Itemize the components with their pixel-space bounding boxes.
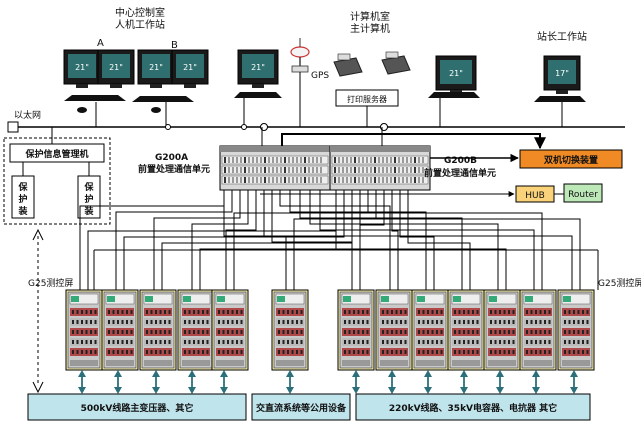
bidirectional-arrow-icon <box>532 370 540 394</box>
g200a-desc: 前置处理通信单元 <box>138 163 210 175</box>
bottom-box-common <box>251 393 351 421</box>
g25-cabinet <box>101 289 139 371</box>
main-computer-label: 主计算机 <box>350 22 390 35</box>
bidirectional-arrow-icon <box>388 370 396 394</box>
bidirectional-arrow-icon <box>220 370 228 394</box>
bidirectional-arrow-icon <box>286 370 294 394</box>
bottom-box-220kv <box>355 393 591 421</box>
station-master-label: 站长工作站 <box>537 30 587 43</box>
monitor-size-label: 21" <box>75 63 89 72</box>
g200a-label: G200A <box>155 153 188 163</box>
bottom-box-500kv <box>27 393 247 421</box>
protection-manager-label: 保护信息管理机 <box>24 148 88 160</box>
g25-cabinets <box>65 289 595 371</box>
bottom-label-500kv: 500kV线路主变压器、其它 <box>81 402 194 414</box>
double-arrows <box>78 370 578 394</box>
router-label: Router <box>568 190 598 200</box>
g200b-desc: 前置处理通信单元 <box>424 167 496 179</box>
printer-icons <box>333 51 411 77</box>
g25-cabinet <box>271 289 309 371</box>
g25-cabinet <box>337 289 375 371</box>
bidirectional-arrow-icon <box>78 370 86 394</box>
center-room-label: 中心控制室 <box>115 6 165 19</box>
g25-cabinet <box>411 289 449 371</box>
bidirectional-arrow-icon <box>496 370 504 394</box>
bidirectional-arrow-icon <box>460 370 468 394</box>
g25-cabinet <box>211 289 249 371</box>
hmi-station-label: 人机工作站 <box>115 18 165 31</box>
ethernet-terminal <box>7 121 19 133</box>
keyboards <box>64 92 586 102</box>
dual-switch-box <box>519 149 623 169</box>
g25-cabinet <box>557 289 595 371</box>
monitor-size-label: 21" <box>251 63 265 72</box>
bidirectional-arrow-icon <box>152 370 160 394</box>
protection-device-label-1: 保护装 <box>17 181 28 217</box>
rack-to-cabinet-wiring <box>79 190 599 290</box>
bidirectional-arrow-icon <box>424 370 432 394</box>
monitor-icon: 21" <box>97 49 135 88</box>
g25-cabinet <box>447 289 485 371</box>
workstation-drops <box>95 72 563 127</box>
bidirectional-arrow-icon <box>188 370 196 394</box>
g25-cabinet <box>139 289 177 371</box>
workstation-monitors: 21" 21" 21" 21" 21" 21" 17" <box>63 49 581 94</box>
monitor-icon: 21" <box>137 49 175 88</box>
bidirectional-arrow-icon <box>570 370 578 394</box>
g200b-label: G200B <box>444 156 477 166</box>
ws-b-label: B <box>171 40 178 51</box>
mice <box>77 107 161 113</box>
bidirectional-arrow-icon <box>114 370 122 394</box>
protection-area-dashed <box>3 137 111 225</box>
monitor-size-label: 21" <box>149 63 163 72</box>
ws-a-label: A <box>97 38 104 49</box>
router-box <box>563 183 603 203</box>
g200b-rack <box>329 145 431 191</box>
monitor-icon: 21" <box>63 49 101 88</box>
monitor-size-label: 21" <box>109 63 123 72</box>
monitor-icon: 17" <box>543 55 581 94</box>
bidirectional-arrow-icon <box>352 370 360 394</box>
left-dashed-arrow <box>32 228 44 394</box>
protection-device-label-2: 保护装 <box>83 181 94 217</box>
g25-cabinet <box>65 289 103 371</box>
hub-label: HUB <box>525 191 545 201</box>
printer-icon <box>381 51 411 75</box>
g25-cabinet <box>375 289 413 371</box>
dual-switch-label: 双机切换装置 <box>544 154 598 166</box>
gps-label: GPS <box>311 71 329 81</box>
g25-cabinet <box>483 289 521 371</box>
g25-left-label: G25测控屏 <box>28 277 73 289</box>
monitor-size-label: 21" <box>183 63 197 72</box>
g200a-rack <box>219 145 331 191</box>
gps-antenna-icon <box>290 38 310 73</box>
computer-room-label: 计算机室 <box>350 10 390 23</box>
monitor-size-label: 17" <box>555 69 569 78</box>
bottom-label-220kv: 220kV线路、35kV电容器、电抗器 其它 <box>389 402 557 414</box>
g25-cabinet <box>177 289 215 371</box>
monitor-size-label: 21" <box>449 69 463 78</box>
printer-server-label: 打印服务器 <box>347 94 387 104</box>
monitor-icon: 21" <box>237 49 279 88</box>
printer-icon <box>333 53 363 77</box>
g25-cabinet <box>519 289 557 371</box>
monitor-icon: 21" <box>171 49 209 88</box>
monitor-icon: 21" <box>435 55 477 94</box>
bottom-label-common: 交直流系统等公用设备 <box>256 402 347 414</box>
ethernet-label: 以太网 <box>14 109 41 121</box>
protection-manager-box <box>9 143 105 163</box>
g25-right-label: G25测控屏 <box>598 277 641 289</box>
